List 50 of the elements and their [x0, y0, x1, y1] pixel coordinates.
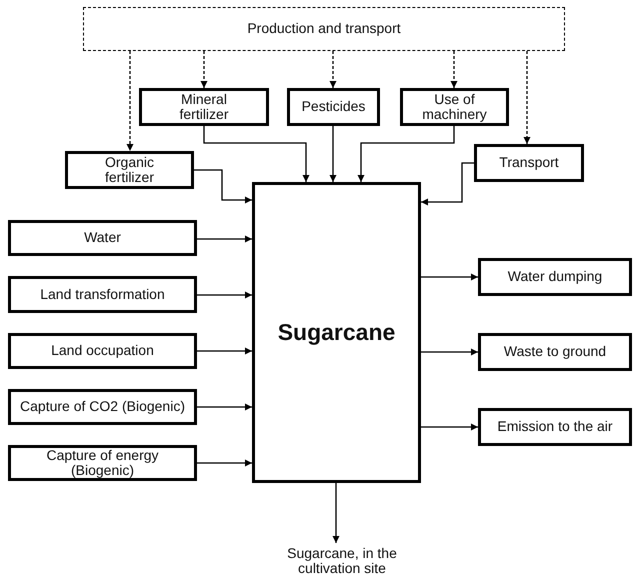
- arrow: [197, 404, 252, 410]
- process-box: [478, 408, 632, 446]
- arrow: [194, 169, 252, 204]
- box-text: Water: [84, 230, 121, 246]
- arrow: [332, 483, 340, 543]
- box-text: Sugarcane: [278, 320, 396, 346]
- box-text: Mineral fertilizer: [178, 92, 230, 122]
- arrow: [358, 126, 455, 182]
- process-box: [8, 445, 197, 481]
- arrow: [421, 424, 478, 430]
- process-box: [8, 333, 197, 369]
- arrow: [197, 236, 252, 242]
- process-box: [139, 88, 269, 126]
- process-box: [8, 389, 197, 425]
- box-text: Organic fertilizer: [104, 154, 156, 186]
- arrow: [421, 348, 478, 356]
- group-box: [83, 7, 565, 51]
- process-box: [8, 220, 197, 256]
- process-box: [8, 276, 197, 313]
- box-text: Waste to ground: [504, 344, 606, 360]
- box-text: Land transformation: [40, 286, 165, 302]
- arrow: [330, 126, 336, 182]
- process-box: [478, 333, 632, 371]
- dashed-arrow: [524, 51, 530, 144]
- box-text: Pesticides: [302, 99, 366, 115]
- box-text: Sugarcane, in the cultivation site: [286, 546, 398, 576]
- box-text: Use of machinery: [421, 92, 488, 122]
- main-process-box: [252, 182, 421, 483]
- process-box: [474, 144, 584, 182]
- arrow: [197, 348, 252, 354]
- process-box: [400, 88, 509, 126]
- box-text: Emission to the air: [497, 419, 613, 435]
- box-text: Transport: [499, 155, 559, 171]
- dashed-arrow: [450, 51, 458, 88]
- box-text: Capture of CO2 (Biogenic): [20, 399, 185, 415]
- arrow: [197, 460, 252, 466]
- process-box: [287, 88, 380, 126]
- process-box: [65, 151, 194, 189]
- arrow: [421, 162, 474, 206]
- arrow: [203, 126, 310, 182]
- box-text: Production and transport: [247, 21, 401, 37]
- arrow: [421, 274, 478, 280]
- box-text: Water dumping: [508, 269, 602, 285]
- arrow: [197, 292, 252, 298]
- box-text: Capture of energy (Biogenic): [45, 448, 160, 478]
- dashed-arrow: [200, 51, 208, 88]
- dashed-arrow: [330, 51, 336, 88]
- box-text: Land occupation: [51, 343, 154, 359]
- dashed-arrow: [126, 51, 134, 151]
- process-box: [478, 258, 632, 296]
